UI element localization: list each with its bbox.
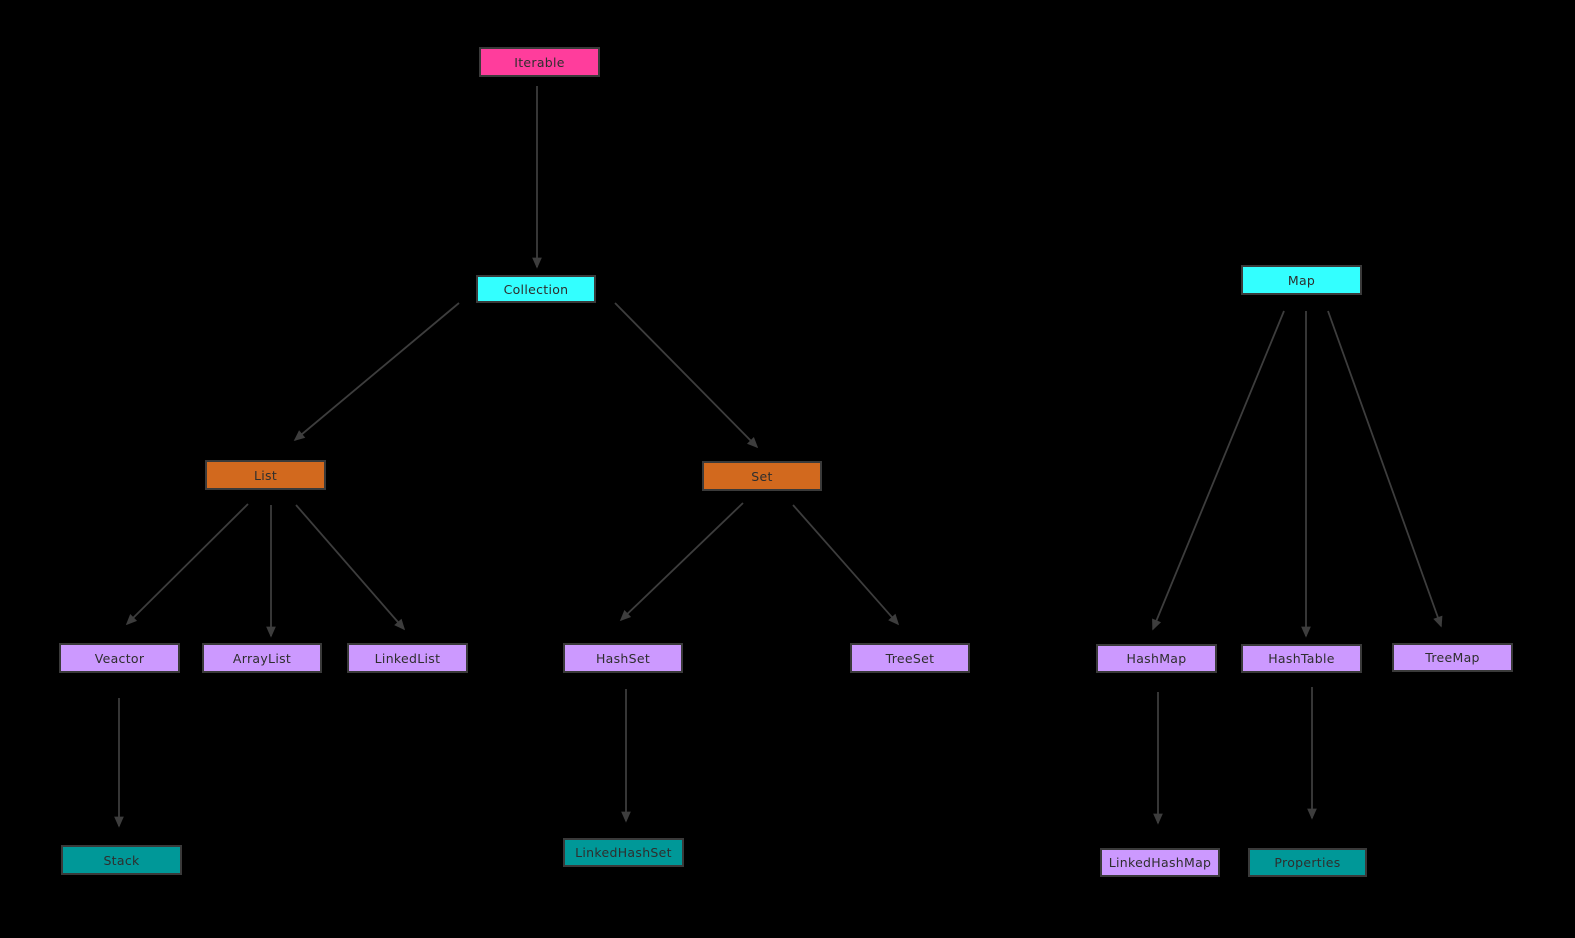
node-arraylist: ArrayList <box>202 643 322 673</box>
node-label-linkedhashmap: LinkedHashMap <box>1108 855 1212 870</box>
node-label-set: Set <box>751 468 773 484</box>
node-label-collection: Collection <box>503 281 569 297</box>
node-label-treemap: TreeMap <box>1425 650 1480 665</box>
node-treemap: TreeMap <box>1392 643 1513 672</box>
node-hashset: HashSet <box>563 643 683 673</box>
edge-list-to-veactor <box>125 503 249 626</box>
node-label-veactor: Veactor <box>94 650 145 666</box>
node-stack: Stack <box>61 845 182 875</box>
node-label-iterable: Iterable <box>514 54 565 70</box>
node-hashtable: HashTable <box>1241 644 1362 673</box>
edge-collection-to-list <box>293 302 460 442</box>
edge-list-to-linkedlist <box>295 504 406 631</box>
node-treeset: TreeSet <box>850 643 970 673</box>
node-label-treeset: TreeSet <box>885 650 935 666</box>
node-properties: Properties <box>1248 848 1367 877</box>
edge-map-to-hashmap <box>1152 310 1285 631</box>
node-set: Set <box>702 461 822 491</box>
node-list: List <box>205 460 326 490</box>
edge-set-to-treeset <box>792 504 900 626</box>
node-label-properties: Properties <box>1274 855 1341 870</box>
node-linkedhashset: LinkedHashSet <box>563 838 684 867</box>
node-linkedhashmap: LinkedHashMap <box>1100 848 1220 877</box>
node-collection: Collection <box>476 275 596 303</box>
node-label-map: Map <box>1287 272 1316 288</box>
node-map: Map <box>1241 265 1362 295</box>
node-label-stack: Stack <box>103 852 140 868</box>
edge-map-to-treemap <box>1327 310 1443 628</box>
node-veactor: Veactor <box>59 643 180 673</box>
node-linkedlist: LinkedList <box>347 643 468 673</box>
node-label-linkedlist: LinkedList <box>374 650 441 666</box>
node-hashmap: HashMap <box>1096 644 1217 673</box>
node-label-hashmap: HashMap <box>1126 651 1187 666</box>
node-label-hashtable: HashTable <box>1268 651 1335 666</box>
edge-collection-to-set <box>614 302 759 449</box>
node-label-hashset: HashSet <box>595 650 651 666</box>
node-label-list: List <box>253 467 278 483</box>
edge-set-to-hashset <box>619 502 744 622</box>
node-label-linkedhashset: LinkedHashSet <box>575 845 672 860</box>
node-label-arraylist: ArrayList <box>232 650 292 666</box>
node-iterable: Iterable <box>479 47 600 77</box>
